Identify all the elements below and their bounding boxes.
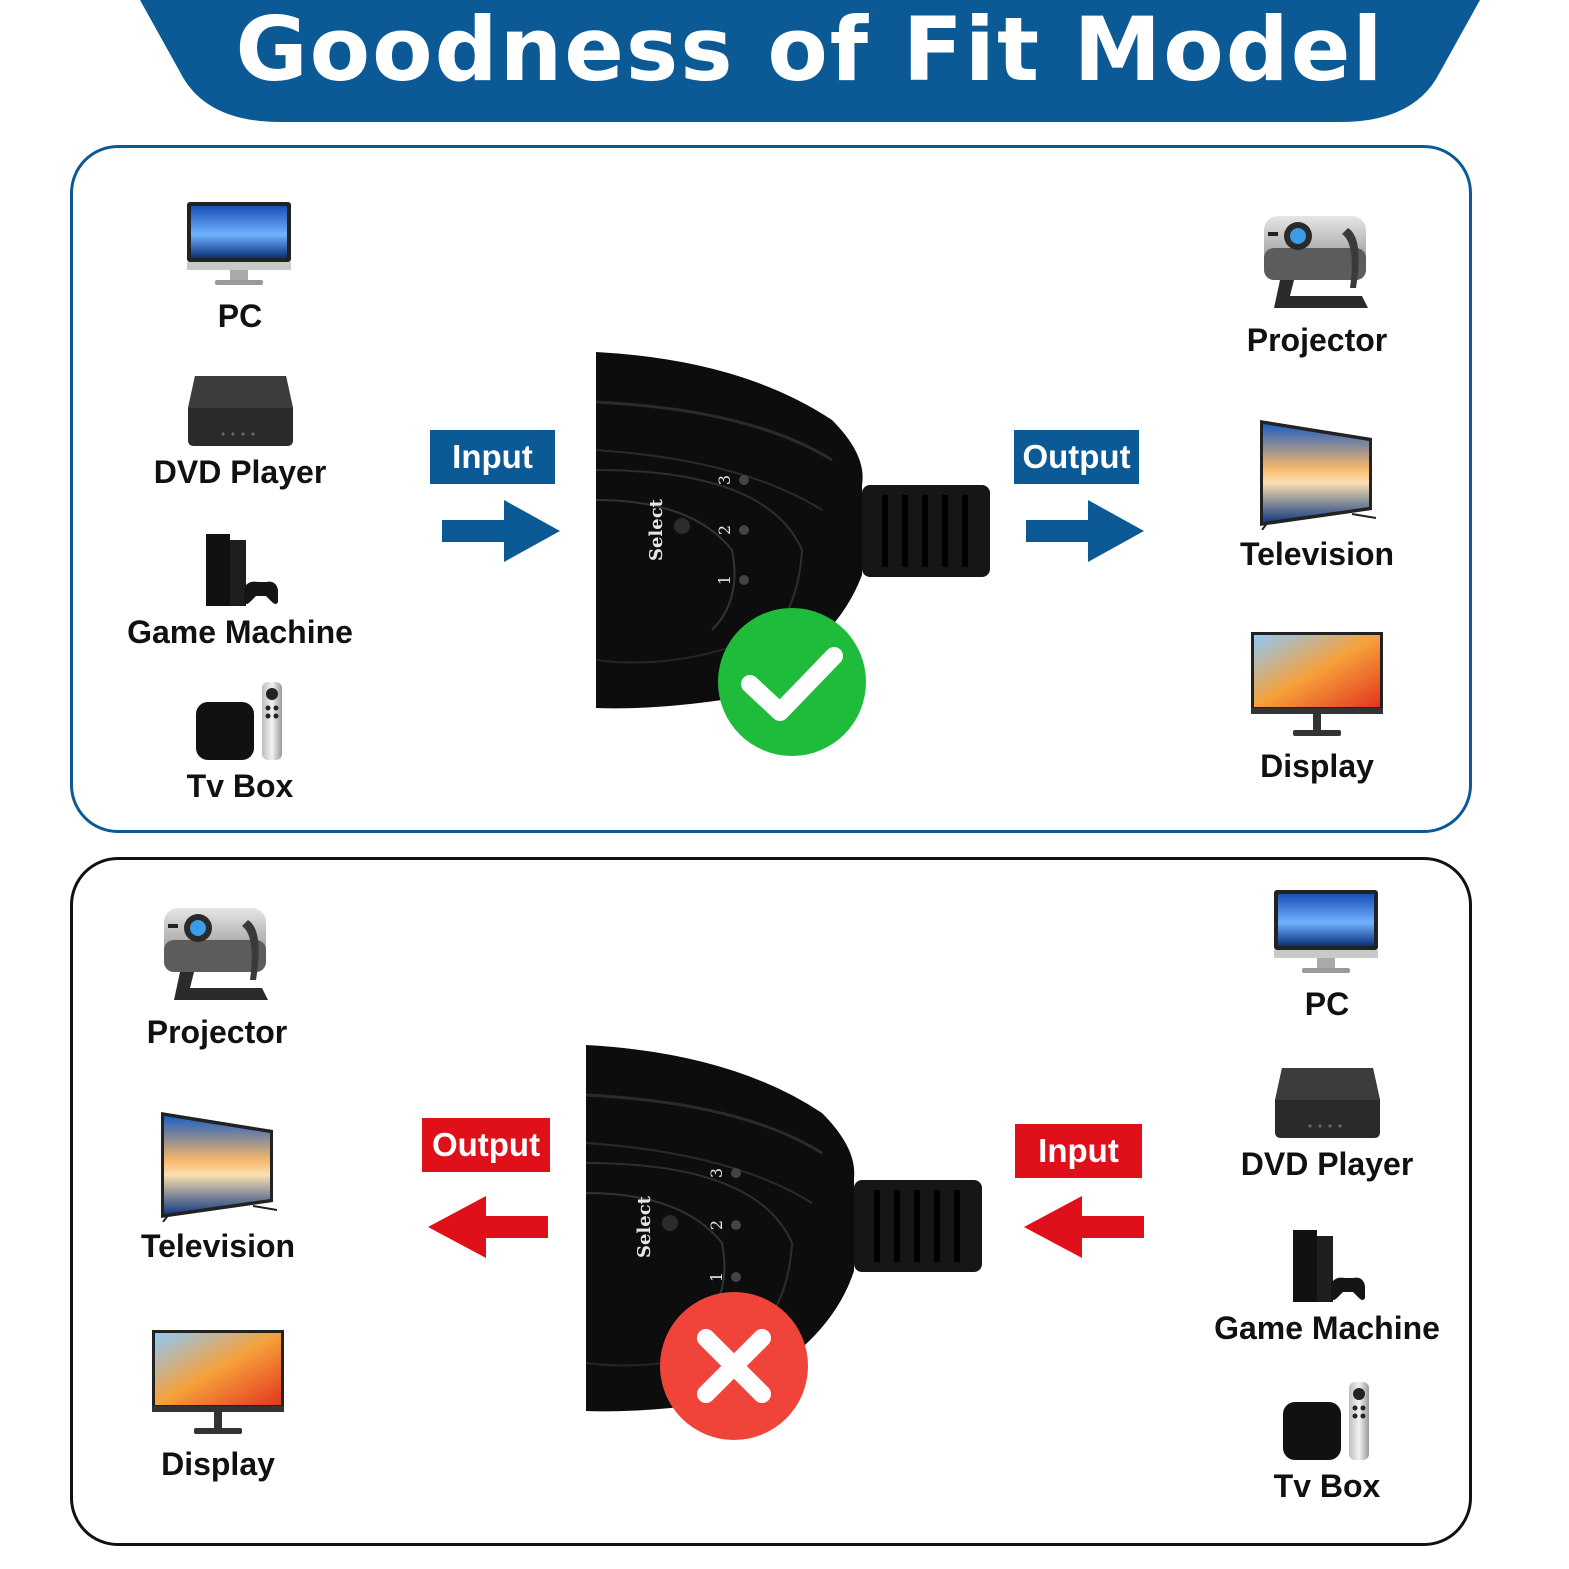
output-tag: Output — [422, 1118, 550, 1172]
right-arrow-icon — [442, 500, 560, 562]
input-tag: Input — [430, 430, 555, 484]
port-label-2: 2 — [715, 525, 734, 535]
select-label: Select — [646, 498, 667, 561]
device-label: Projector — [1246, 322, 1388, 358]
output-tag: Output — [1014, 430, 1139, 484]
left-arrow-icon — [1024, 1196, 1144, 1258]
device-label: Game Machine — [1214, 1310, 1440, 1346]
top-output-display: Display — [1217, 630, 1417, 785]
device-label: PC — [1304, 986, 1350, 1022]
bottom-output-television: Television — [118, 1110, 318, 1265]
monitor-icon — [187, 202, 291, 285]
x-icon — [660, 1292, 808, 1440]
top-input-pc: PC — [160, 200, 320, 335]
device-label: Television — [140, 1228, 296, 1264]
monitor-icon — [1274, 890, 1378, 973]
device-label: DVD Player — [1240, 1146, 1414, 1182]
device-label: PC — [217, 298, 263, 334]
display-icon — [152, 1330, 284, 1434]
check-icon — [718, 608, 866, 756]
device-label: Tv Box — [186, 768, 294, 804]
game-console-icon — [1293, 1230, 1365, 1302]
port-label-1: 1 — [715, 575, 734, 585]
game-console-icon — [206, 534, 278, 606]
tv-box-icon — [196, 682, 282, 760]
projector-icon — [164, 908, 268, 1000]
projector-icon — [1264, 216, 1368, 308]
bottom-input-tv-box: Tv Box — [1247, 1380, 1407, 1505]
tv-box-icon — [1283, 1382, 1369, 1460]
title-banner: Goodness of Fit Model — [140, 0, 1480, 122]
select-label: Select — [634, 1195, 655, 1258]
top-input-game-machine: Game Machine — [110, 530, 370, 651]
input-tag: Input — [1015, 1124, 1142, 1178]
top-input-dvd-player: DVD Player — [140, 372, 340, 491]
port-label-3: 3 — [707, 1168, 726, 1178]
dvd-player-icon — [187, 376, 293, 446]
dvd-player-icon — [1274, 1068, 1380, 1138]
device-label: Television — [1239, 536, 1395, 572]
bottom-input-game-machine: Game Machine — [1197, 1226, 1457, 1347]
device-label: Display — [1260, 748, 1374, 784]
banner-shape — [140, 0, 1480, 122]
bottom-input-dvd-player: DVD Player — [1207, 1064, 1447, 1183]
device-label: Projector — [146, 1014, 288, 1050]
television-icon — [161, 1112, 278, 1222]
device-label: Display — [161, 1446, 275, 1482]
port-label-2: 2 — [707, 1220, 726, 1230]
bottom-output-display: Display — [118, 1328, 318, 1483]
device-label: DVD Player — [153, 454, 327, 490]
port-label-1: 1 — [707, 1272, 726, 1282]
right-arrow-icon — [1026, 500, 1144, 562]
device-label: Game Machine — [127, 614, 353, 650]
left-arrow-icon — [428, 1196, 548, 1258]
bottom-input-pc: PC — [1227, 888, 1427, 1023]
bottom-output-projector: Projector — [117, 900, 317, 1051]
top-output-projector: Projector — [1217, 208, 1417, 359]
port-label-3: 3 — [715, 475, 734, 485]
display-icon — [1251, 632, 1383, 736]
top-input-tv-box: Tv Box — [160, 680, 320, 805]
top-output-television: Television — [1217, 418, 1417, 573]
page-title: Goodness of Fit Model — [235, 0, 1385, 101]
television-icon — [1260, 420, 1377, 530]
device-label: Tv Box — [1273, 1468, 1381, 1504]
